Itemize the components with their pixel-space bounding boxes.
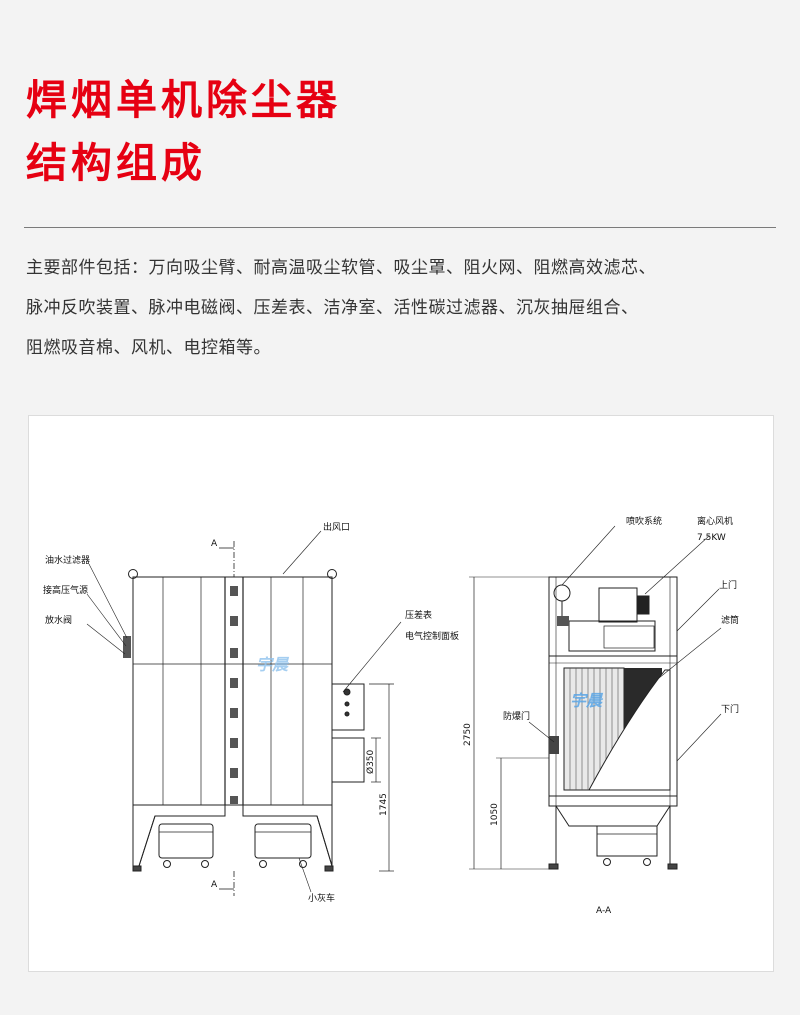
structure-drawing: A A 出风口 油水过滤器 接高压气源 放水阀 压差表 电气控制面板 小灰车 Ø…: [43, 515, 739, 916]
label-pulse-system: 喷吹系统: [626, 515, 662, 527]
label-ash-cart: 小灰车: [308, 892, 335, 904]
pressure-gauge-dial: [553, 584, 571, 602]
description-line-2: 脉冲反吹装置、脉冲电磁阀、压差表、洁净室、活性碳过滤器、沉灰抽屉组合、: [26, 298, 639, 318]
dim-lower-height: 1050: [490, 803, 500, 826]
label-fan: 离心风机: [697, 515, 733, 527]
label-fan-power: 7.5KW: [697, 533, 726, 543]
hinge-column: [230, 586, 238, 804]
label-drain-valve: 放水阀: [45, 614, 72, 626]
dim-front-height: 1745: [379, 793, 389, 816]
label-filter: 滤筒: [721, 614, 739, 626]
divider: [24, 227, 776, 228]
label-air-source: 接高压气源: [43, 584, 88, 596]
description: 主要部件包括：万向吸尘臂、耐高温吸尘软管、吸尘罩、阻火网、阻燃高效滤芯、 脉冲反…: [26, 248, 786, 368]
fan-motor: [598, 587, 638, 623]
watermark-front: 宇晨: [256, 655, 290, 674]
label-control-panel: 电气控制面板: [405, 630, 459, 642]
lifting-eye-right: [327, 569, 337, 579]
diagram-panel: A A 出风口 油水过滤器 接高压气源 放水阀 压差表 电气控制面板 小灰车 Ø…: [28, 415, 774, 972]
control-box: [331, 683, 365, 731]
page-title-line-1: 焊烟单机除尘器: [26, 76, 341, 124]
explosion-door: [549, 736, 559, 754]
label-lower-door: 下门: [721, 703, 739, 715]
dim-inlet-diameter: Ø350: [365, 749, 376, 774]
section-mark-a-bottom: A: [211, 880, 218, 890]
description-line-1: 主要部件包括：万向吸尘臂、耐高温吸尘软管、吸尘罩、阻火网、阻燃高效滤芯、: [26, 258, 656, 278]
inlet-duct: [331, 737, 365, 783]
front-view: A A 出风口 油水过滤器 接高压气源 放水阀 压差表 电气控制面板 小灰车 Ø…: [43, 521, 459, 904]
dim-total-height: 2750: [463, 723, 473, 746]
lifting-eye-left: [128, 569, 138, 579]
ash-cart-right: [254, 823, 312, 859]
ash-cart-left: [158, 823, 214, 859]
label-oil-water-filter: 油水过滤器: [45, 554, 90, 566]
side-ash-cart: [596, 825, 658, 857]
section-caption: A-A: [596, 906, 612, 916]
side-view: 喷吹系统 离心风机 7.5KW 上门 滤筒 防爆门 下门 2750 1050 A…: [463, 515, 739, 916]
section-mark-a-top: A: [211, 539, 218, 549]
label-pressure-gauge: 压差表: [405, 609, 432, 621]
description-line-3: 阻燃吸音棉、风机、电控箱等。: [26, 338, 271, 358]
page-title-line-2: 结构组成: [26, 139, 206, 187]
label-outlet: 出风口: [323, 521, 350, 533]
label-upper-door: 上门: [719, 579, 737, 591]
watermark-side: 宇晨: [570, 691, 604, 710]
label-explosion-door: 防爆门: [503, 710, 530, 722]
